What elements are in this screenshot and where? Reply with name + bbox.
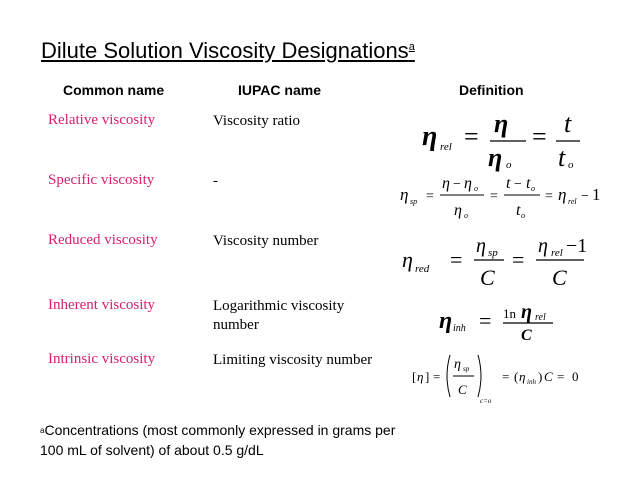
- iupac-name-viscosity-ratio: Viscosity ratio: [213, 113, 301, 129]
- svg-text:C: C: [480, 265, 495, 290]
- svg-text:η: η: [521, 301, 532, 323]
- svg-text:sp: sp: [488, 247, 498, 259]
- svg-text:η: η: [476, 235, 486, 257]
- svg-text:(: (: [514, 369, 518, 384]
- svg-text:=: =: [557, 369, 564, 384]
- common-name-reduced-viscosity: Reduced viscosity: [48, 232, 158, 248]
- footnote: aConcentrations (most commonly expressed…: [40, 420, 400, 460]
- svg-text:1: 1: [592, 185, 601, 204]
- svg-text:0: 0: [572, 369, 579, 384]
- formula-specific-viscosity: η sp = η − η o η o = t − t o t o = η rel…: [400, 175, 601, 220]
- svg-text:η: η: [538, 235, 548, 257]
- svg-text:=: =: [426, 189, 434, 204]
- column-header-common-name: Common name: [63, 82, 165, 98]
- svg-text:−: −: [581, 189, 589, 204]
- svg-text:η: η: [402, 247, 413, 272]
- svg-text:=: =: [433, 369, 440, 384]
- footnote-marker: a: [40, 426, 45, 435]
- iupac-name-logarithmic-viscosity-number: Logarithmic viscosity number: [213, 298, 345, 333]
- svg-text:): ): [538, 369, 542, 384]
- common-name-intrinsic-viscosity: Intrinsic viscosity: [48, 351, 156, 367]
- svg-text:1n: 1n: [503, 306, 517, 321]
- svg-text:=: =: [545, 189, 553, 204]
- iupac-name-none: -: [213, 173, 218, 189]
- svg-text:o: o: [474, 184, 478, 193]
- svg-text:C: C: [521, 327, 532, 344]
- footnote-text: Concentrations (most commonly expressed …: [40, 422, 396, 458]
- svg-text:sp: sp: [410, 197, 417, 206]
- title-footnote-marker: a: [408, 41, 415, 53]
- common-name-specific-viscosity: Specific viscosity: [48, 172, 155, 188]
- svg-text:η: η: [454, 357, 461, 372]
- svg-text:=: =: [479, 308, 491, 333]
- formula-relative-viscosity: η rel = η η o = t t o: [422, 109, 580, 172]
- svg-text:=: =: [502, 369, 509, 384]
- svg-text:η: η: [454, 202, 462, 219]
- svg-text:t: t: [526, 175, 531, 192]
- svg-text:inh: inh: [453, 323, 466, 334]
- svg-text:o: o: [568, 159, 574, 171]
- svg-text:C: C: [544, 369, 553, 384]
- svg-text:rel: rel: [551, 247, 563, 259]
- svg-text:η: η: [558, 185, 566, 204]
- svg-text:=: =: [532, 122, 547, 151]
- svg-text:o: o: [521, 211, 525, 220]
- column-header-iupac-name: IUPAC name: [238, 82, 321, 98]
- svg-text:t: t: [506, 175, 511, 192]
- svg-text:c=o: c=o: [480, 397, 492, 405]
- svg-text:t: t: [558, 143, 566, 172]
- svg-text:o: o: [506, 159, 512, 171]
- svg-text:inh: inh: [527, 378, 536, 386]
- column-header-definition: Definition: [459, 82, 524, 98]
- svg-text:−: −: [453, 177, 461, 192]
- svg-text:−1: −1: [566, 235, 587, 257]
- svg-text:red: red: [415, 263, 430, 275]
- page-title-text: Dilute Solution Viscosity Designations: [41, 38, 409, 63]
- svg-text:=: =: [464, 122, 479, 151]
- formula-reduced-viscosity: η red = η sp C = η rel −1 C: [402, 235, 587, 290]
- svg-text:C: C: [458, 382, 467, 397]
- svg-text:η: η: [439, 308, 452, 334]
- svg-text:rel: rel: [535, 312, 546, 323]
- iupac-name-limiting-viscosity-number: Limiting viscosity number: [213, 352, 373, 368]
- svg-text:rel: rel: [568, 197, 577, 206]
- svg-text:η: η: [417, 369, 423, 384]
- svg-text:o: o: [531, 184, 535, 193]
- svg-text:η: η: [519, 369, 525, 384]
- svg-text:rel: rel: [440, 141, 452, 153]
- svg-text:η: η: [488, 143, 502, 172]
- svg-text:η: η: [494, 109, 508, 138]
- svg-text:η: η: [422, 121, 437, 152]
- svg-text:t: t: [564, 109, 572, 138]
- formula-intrinsic-viscosity: [ η ] = η sp C c=o = ( η inh ) C = 0: [412, 354, 579, 405]
- svg-text:η: η: [464, 175, 472, 192]
- svg-text:]: ]: [425, 369, 429, 384]
- svg-text:η: η: [400, 185, 408, 204]
- svg-text:[: [: [412, 369, 416, 384]
- svg-text:=: =: [512, 247, 524, 272]
- svg-text:−: −: [514, 177, 522, 192]
- svg-text:η: η: [442, 175, 450, 192]
- iupac-name-viscosity-number: Viscosity number: [213, 233, 319, 249]
- svg-text:sp: sp: [463, 365, 470, 373]
- svg-text:=: =: [490, 189, 498, 204]
- svg-text:t: t: [516, 202, 521, 219]
- svg-text:C: C: [552, 265, 567, 290]
- svg-text:o: o: [464, 211, 468, 220]
- common-name-relative-viscosity: Relative viscosity: [48, 112, 156, 128]
- common-name-inherent-viscosity: Inherent viscosity: [48, 297, 156, 313]
- formula-inherent-viscosity: η inh = 1n η rel C: [439, 301, 553, 344]
- svg-text:=: =: [450, 247, 462, 272]
- page-title: Dilute Solution Viscosity Designationsa: [41, 38, 415, 64]
